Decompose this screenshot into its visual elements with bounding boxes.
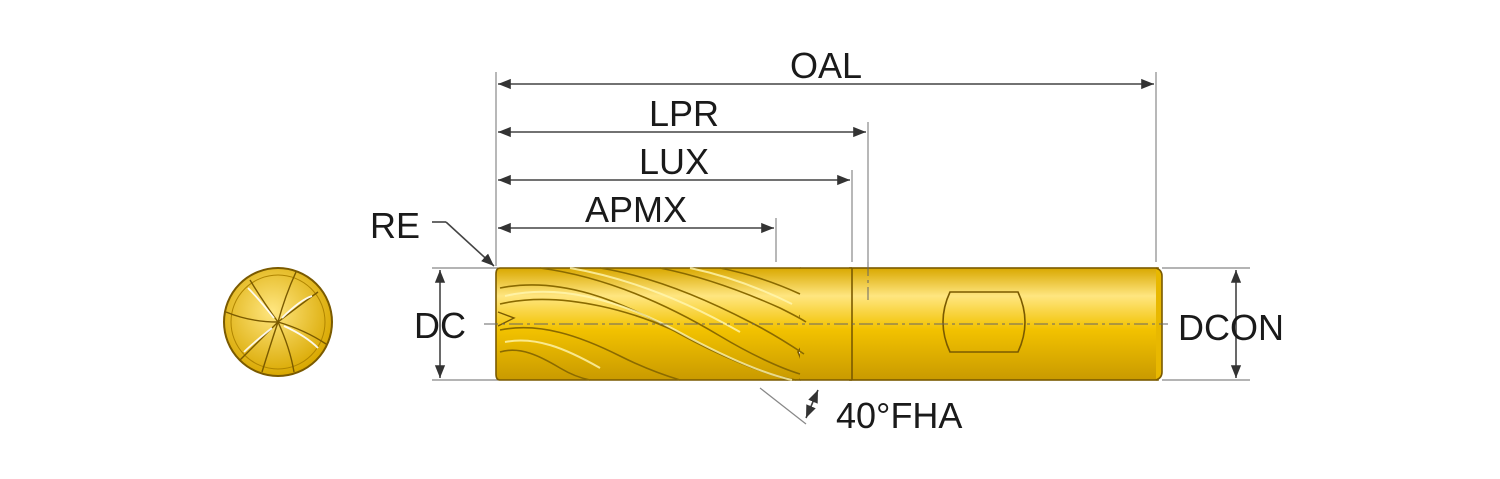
helical-flutes: [499, 267, 807, 381]
oal-label: OAL: [790, 45, 862, 86]
end-view: [223, 267, 333, 377]
lux-label: LUX: [639, 141, 709, 182]
extension-lines: [432, 72, 1250, 381]
fha-label: 40°FHA: [836, 395, 962, 436]
lpr-label: LPR: [649, 93, 719, 134]
end-mill-body: [484, 262, 1168, 381]
re-leader: [432, 221, 495, 267]
apmx-label: APMX: [585, 189, 687, 230]
re-label: RE: [370, 205, 420, 246]
dcon-label: DCON: [1178, 307, 1284, 348]
dimension-lines: [434, 78, 1242, 378]
fha-indicator: [759, 387, 819, 425]
shank-flat: [942, 291, 1026, 353]
dc-label: DC: [414, 305, 466, 346]
dimension-labels: OAL LPR LUX APMX RE DC DCON 40°FHA: [370, 45, 1284, 436]
